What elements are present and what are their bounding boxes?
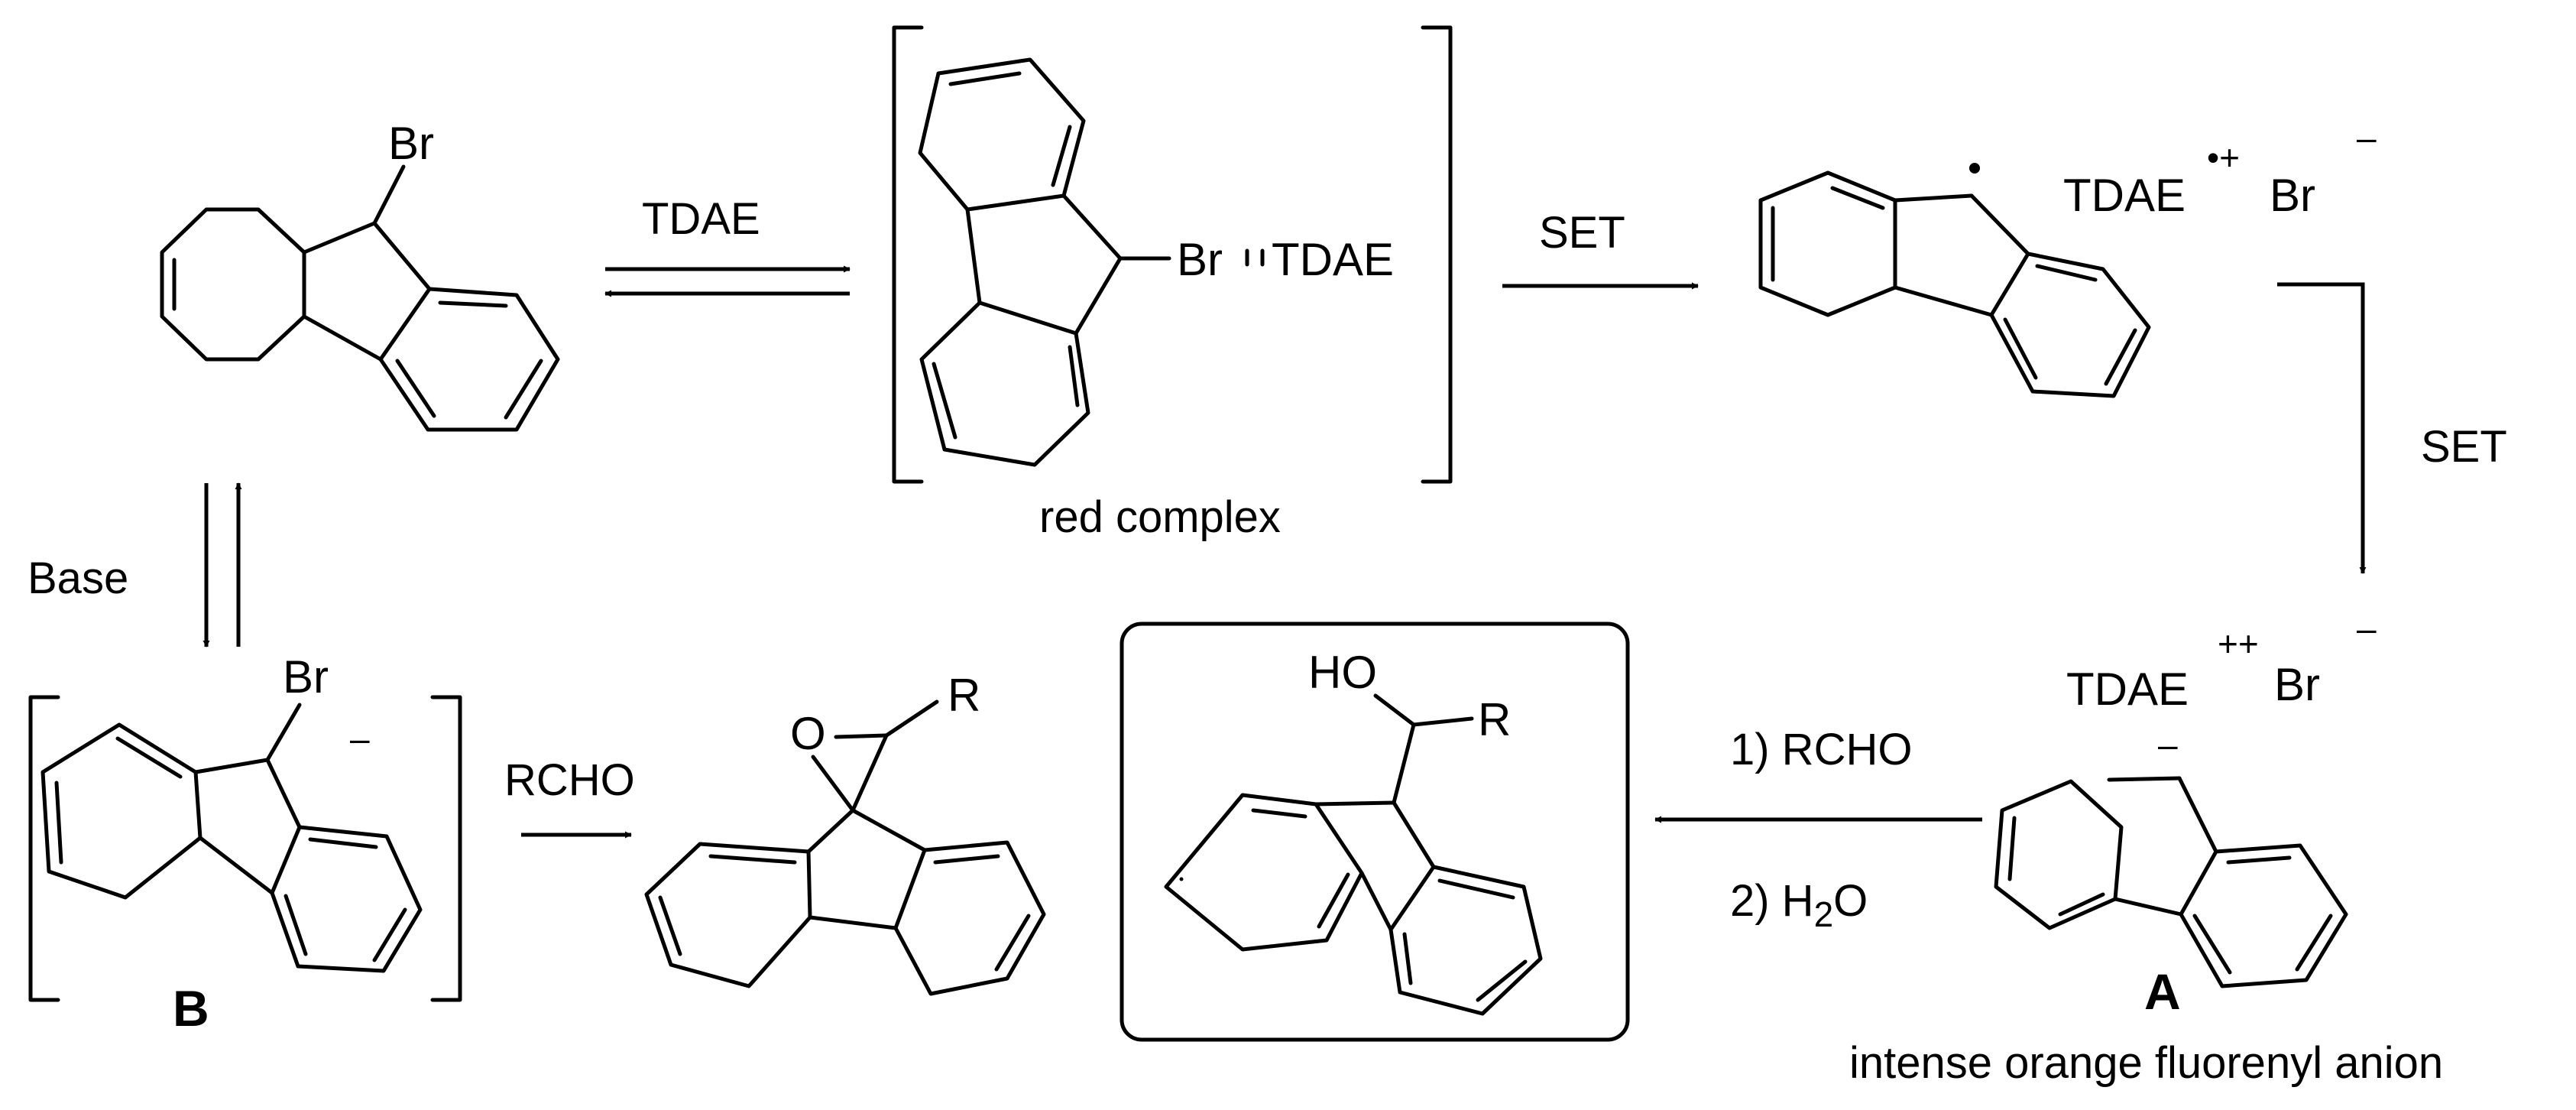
set-label-2: SET	[2421, 422, 2507, 472]
red-complex-structure	[918, 57, 1171, 467]
epoxide-r-label: R	[948, 670, 980, 721]
epoxide-oxygen-label: O	[790, 708, 826, 759]
anion-bromide-label: Br	[2274, 659, 2320, 710]
radical-cation-charge: •+	[2207, 138, 2240, 177]
product-box	[1120, 622, 1630, 1042]
fluorenyl-anion-structure	[1994, 776, 2348, 988]
radical-dot	[1969, 163, 1980, 174]
step-1-label: 1) RCHO	[1730, 725, 1912, 774]
anion-charge: –	[2158, 725, 2178, 764]
complex-bromine-label: Br	[1177, 234, 1223, 285]
tdae-reagent-label: TDAE	[642, 194, 760, 244]
base-reagent-label: Base	[28, 553, 128, 603]
product-r-label: R	[1478, 694, 1511, 745]
carbanion-b-bracket	[28, 695, 462, 1002]
step-2-label: 2) H2O	[1730, 876, 1868, 934]
b-bromine-label: Br	[283, 651, 329, 703]
tdae-equilibrium-arrows	[604, 265, 851, 297]
red-complex-caption: red complex	[1039, 492, 1281, 542]
radical-bromide-charge: –	[2357, 118, 2377, 157]
halogen-bond-dashes	[1245, 248, 1265, 267]
anion-tdae-label: TDAE	[2066, 664, 2189, 715]
anion-bromide-charge: –	[2357, 609, 2377, 648]
fluorenyl-radical-structure	[1758, 170, 2151, 398]
set-arrow-2	[2277, 282, 2367, 574]
product-structure	[1164, 693, 1543, 1016]
carbanion-b-structure	[41, 703, 423, 973]
rcho-label: RCHO	[504, 755, 635, 805]
b-charge: –	[350, 719, 370, 758]
base-equilibrium-arrows	[203, 482, 242, 648]
bromine-label: Br	[388, 118, 434, 169]
radical-bromide-label: Br	[2270, 170, 2315, 221]
bromofluorene-structure	[160, 164, 560, 432]
complex-tdae-label: TDAE	[1272, 234, 1394, 285]
compound-b-label: B	[173, 980, 209, 1037]
intense-orange-caption: intense orange fluorenyl anion	[1849, 1038, 2443, 1088]
product-ho-label: HO	[1308, 647, 1377, 698]
compound-a-label: A	[2144, 963, 2181, 1020]
spiro-epoxide-structure	[644, 699, 1046, 996]
red-complex-bracket	[892, 25, 1453, 484]
set-label-1: SET	[1539, 208, 1625, 258]
radical-tdae-label: TDAE	[2063, 170, 2186, 221]
anion-tdae-charge: ++	[2218, 624, 2259, 664]
